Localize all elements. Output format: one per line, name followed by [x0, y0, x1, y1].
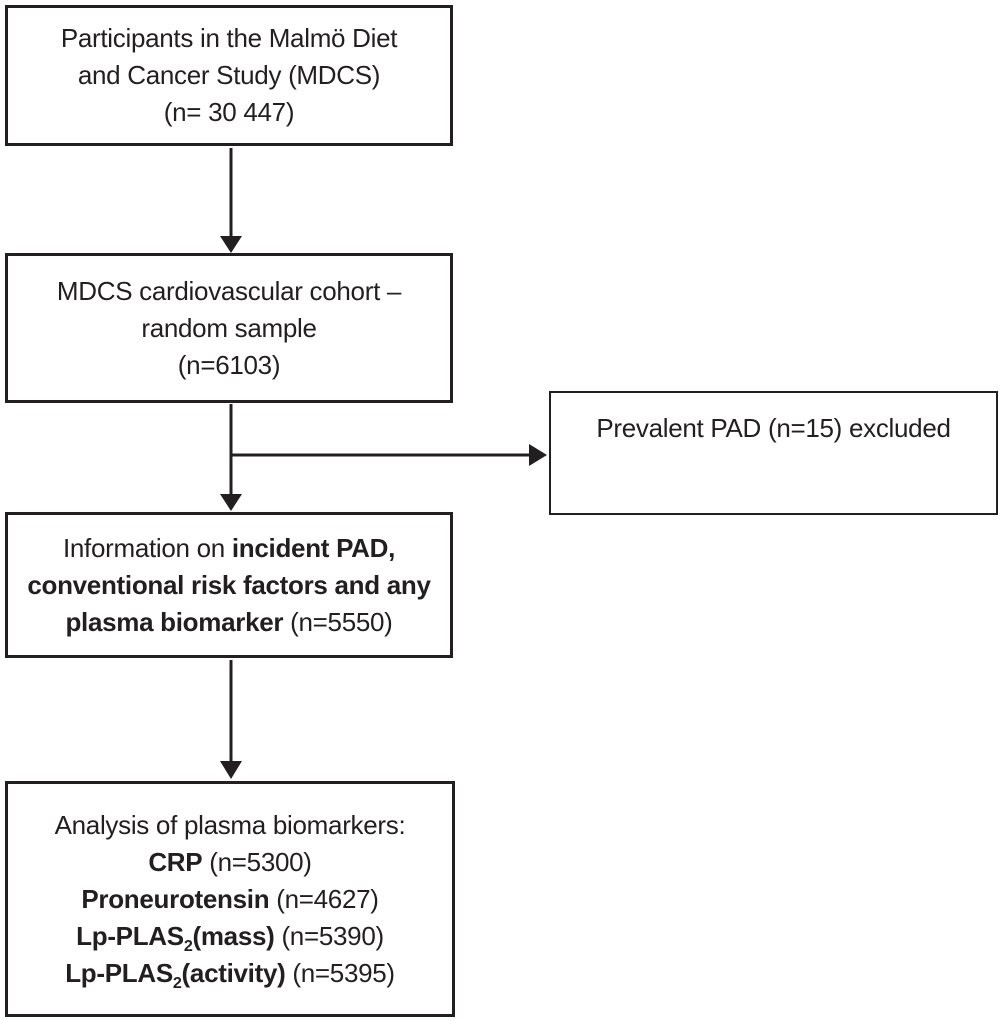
box-analysis: Analysis of plasma biomarkers: CRP (n=53…: [5, 781, 455, 1017]
box-cohort: MDCS cardiovascular cohort – random samp…: [5, 253, 453, 403]
biomarker-name: Proneurotensin: [81, 883, 270, 914]
analysis-title: Analysis of plasma biomarkers:: [54, 809, 406, 840]
arrow-head-right-icon: [529, 444, 547, 466]
arrow-information-to-analysis: [220, 660, 242, 779]
box-information: Information on incident PAD, conventiona…: [5, 512, 453, 658]
text-line: conventional risk factors and any: [27, 567, 431, 604]
text-segment-bold: plasma biomarker: [65, 606, 284, 637]
biomarker-name: CRP: [148, 846, 203, 877]
text-line: Participants in the Malmö Diet: [60, 23, 398, 53]
text-line: random sample: [141, 312, 317, 343]
sample-size: (n=5390): [274, 920, 384, 951]
sample-size: (n=5550): [283, 606, 393, 637]
biomarker-name: Lp-PLAS: [76, 920, 184, 951]
biomarker-item: Lp-PLAS2(activity) (n=5395): [65, 955, 395, 992]
arrow-participants-to-cohort: [220, 148, 242, 253]
subscript: 2: [183, 936, 193, 955]
arrow-cohort-to-information: [220, 404, 242, 511]
sample-size: (n=5300): [202, 846, 312, 877]
text-segment-bold: conventional risk factors and any: [27, 569, 431, 600]
text-segment: Information on: [62, 532, 232, 563]
arrow-head-down-icon: [220, 494, 242, 511]
sample-size: (n=5395): [285, 957, 395, 988]
sample-size: (n=4627): [269, 883, 379, 914]
biomarker-name: (activity): [181, 957, 286, 988]
subscript: 2: [172, 973, 182, 992]
biomarker-name: (mass): [192, 920, 275, 951]
biomarker-item: Lp-PLAS2(mass) (n=5390): [76, 918, 384, 955]
arrow-branch-to-excluded: [231, 444, 547, 466]
text-segment-bold: incident PAD,: [231, 532, 396, 563]
text-line: Information on incident PAD,: [63, 530, 395, 567]
arrow-head-down-icon: [220, 236, 242, 253]
text-line: MDCS cardiovascular cohort –: [56, 275, 402, 306]
sample-size: (n= 30 447): [163, 97, 295, 127]
arrow-head-down-icon: [220, 761, 242, 779]
exclusion-text: Prevalent PAD (n=15) excluded: [596, 413, 951, 443]
text-line: and Cancer Study (MDCS): [77, 60, 381, 90]
biomarker-name: Lp-PLAS: [65, 957, 173, 988]
box-participants: Participants in the Malmö Diet and Cance…: [5, 5, 453, 146]
box-excluded: Prevalent PAD (n=15) excluded: [549, 391, 998, 515]
biomarker-item: CRP (n=5300): [148, 844, 312, 881]
sample-size: (n=6103): [177, 349, 281, 380]
text-line: plasma biomarker (n=5550): [65, 604, 392, 641]
biomarker-item: Proneurotensin (n=4627): [81, 881, 379, 918]
